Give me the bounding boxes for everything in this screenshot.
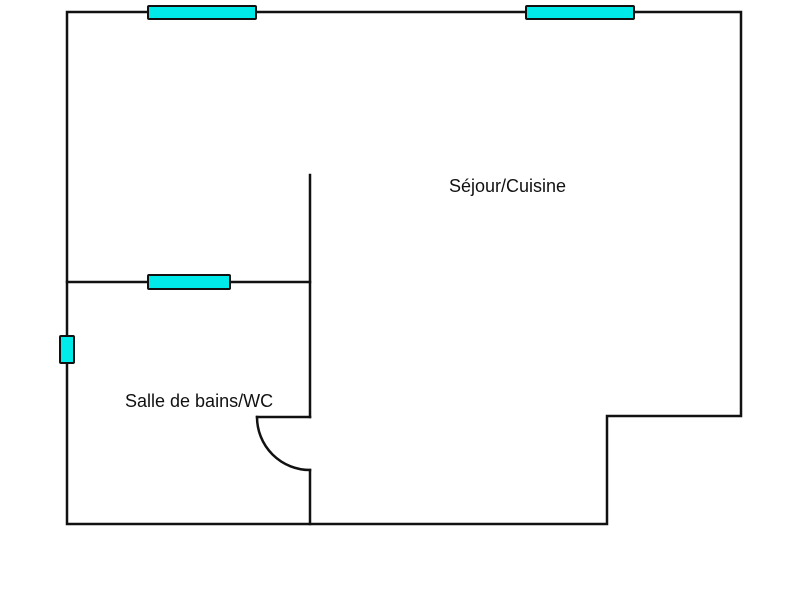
room-label-bathroom: Salle de bains/WC (125, 391, 274, 411)
window-bathroom-left (59, 335, 75, 364)
door-swing-arc (255, 415, 312, 472)
outer-wall (65, 10, 743, 526)
room-label-living-kitchen: Séjour/Cuisine (449, 176, 567, 196)
window-top-right (525, 5, 635, 20)
window-bathroom-top (147, 274, 231, 290)
window-top-left (147, 5, 257, 20)
